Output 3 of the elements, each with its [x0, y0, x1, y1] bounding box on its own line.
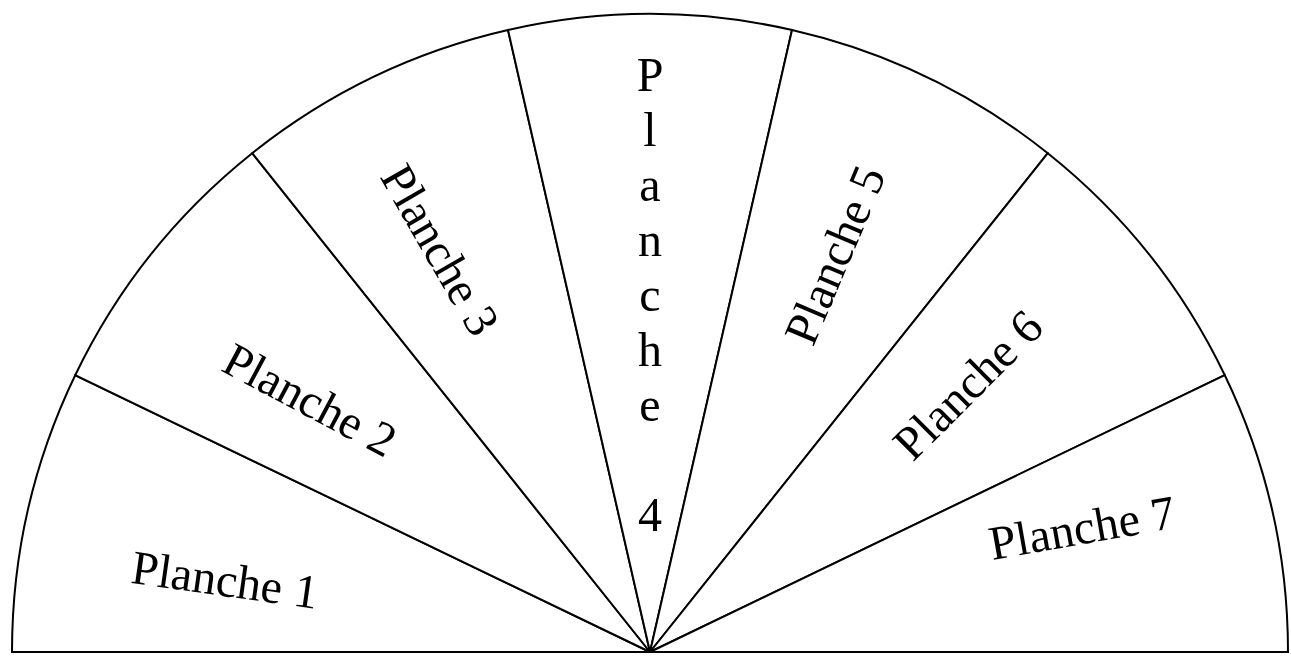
sector-label: Planche 7 [984, 485, 1180, 570]
sector-label: Planche 4 [636, 48, 664, 541]
sector-label: Planche 1 [128, 540, 322, 619]
